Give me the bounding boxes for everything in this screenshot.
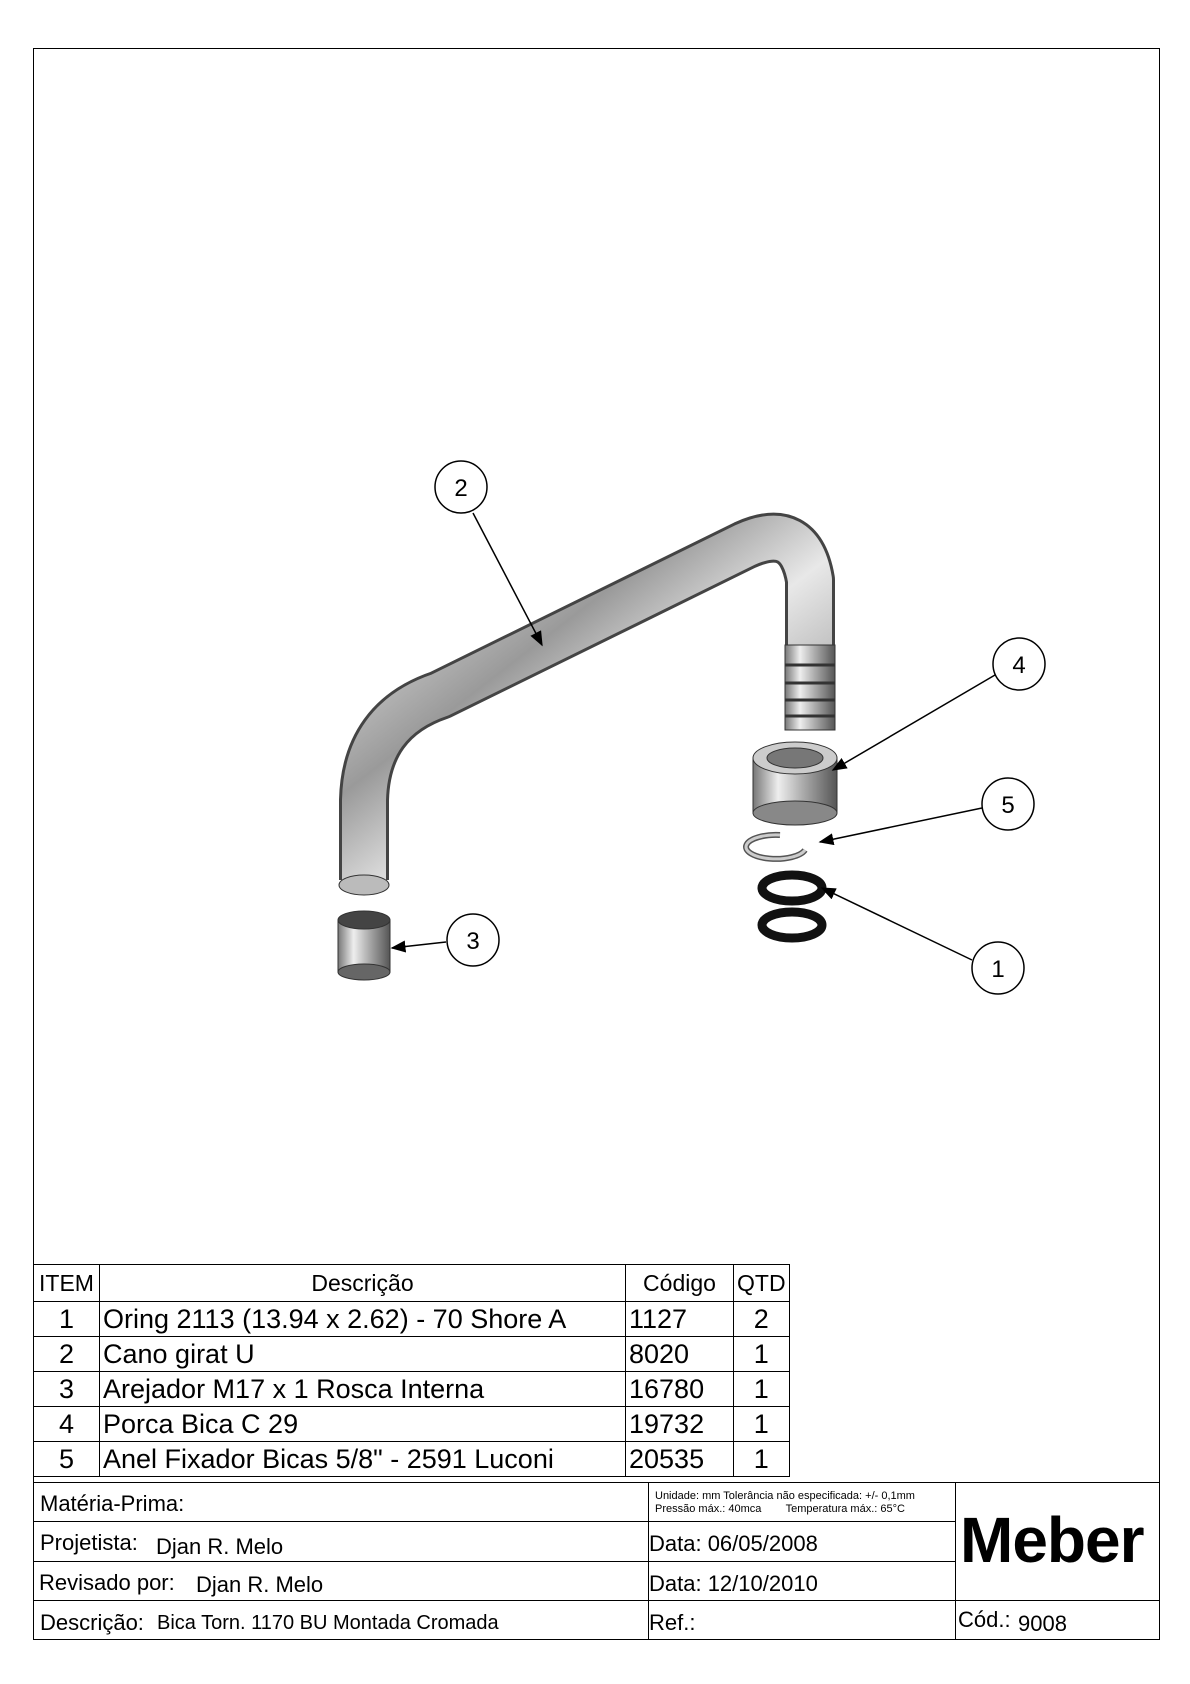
code-label: Cód.: — [958, 1607, 1011, 1632]
item-description: Oring 2113 (13.94 x 2.62) - 70 Shore A — [99, 1301, 626, 1337]
item-code: 8020 — [625, 1336, 734, 1372]
item-number: 4 — [33, 1406, 100, 1442]
description-value: Bica Torn. 1170 BU Montada Cromada — [157, 1612, 499, 1634]
item-number: 3 — [33, 1371, 100, 1407]
item-qty: 1 — [733, 1336, 790, 1372]
bom-header: ITEM Descrição Código QTD — [33, 1264, 790, 1302]
reviewer-name: Djan R. Melo — [196, 1572, 324, 1597]
svg-text:2: 2 — [454, 475, 467, 502]
code-value: 9008 — [1018, 1611, 1067, 1636]
reviewer-label: Revisado por: — [39, 1570, 175, 1595]
header-code: Código — [625, 1264, 734, 1302]
item-code: 19732 — [625, 1406, 734, 1442]
code-cell: Cód.: 9008 — [955, 1600, 1160, 1640]
design-date: Data: 06/05/2008 — [649, 1531, 818, 1556]
balloon-1: 1 — [971, 941, 1025, 995]
description-cell: Descrição: Bica Torn. 1170 BU Montada Cr… — [33, 1600, 649, 1640]
nut-part — [752, 741, 838, 826]
item-description: Anel Fixador Bicas 5/8" - 2591 Luconi — [99, 1441, 626, 1477]
retaining-ring-part — [743, 831, 808, 862]
item-code: 1127 — [625, 1301, 734, 1337]
header-qty: QTD — [733, 1264, 790, 1302]
svg-text:1: 1 — [991, 956, 1004, 983]
meber-logo: Meber — [960, 1504, 1144, 1576]
aerator-part — [337, 910, 391, 981]
spout-thread — [784, 644, 836, 731]
logo-cell: Meber — [955, 1482, 1160, 1601]
balloon-5: 5 — [981, 777, 1035, 831]
balloon-2: 2 — [434, 460, 488, 514]
designer-label: Projetista: — [40, 1530, 138, 1555]
o-ring-parts — [757, 870, 827, 943]
item-description: Arejador M17 x 1 Rosca Interna — [99, 1371, 626, 1407]
review-date-cell: Data: 12/10/2010 — [648, 1561, 956, 1601]
item-code: 16780 — [625, 1371, 734, 1407]
balloon-3: 3 — [446, 913, 500, 967]
svg-text:4: 4 — [1012, 652, 1025, 679]
reviewer-cell: Revisado por: Djan R. Melo — [33, 1561, 649, 1601]
notes-cell: Unidade: mm Tolerância não especificada:… — [648, 1482, 956, 1522]
material-label: Matéria-Prima: — [40, 1491, 185, 1516]
material-cell: Matéria-Prima: — [33, 1482, 649, 1522]
designer-name: Djan R. Melo — [156, 1534, 284, 1559]
leader-lines — [390, 512, 996, 961]
spout-pipe — [338, 512, 835, 896]
design-date-cell: Data: 06/05/2008 — [648, 1521, 956, 1562]
notes-line-1: Unidade: mm Tolerância não especificada:… — [655, 1490, 915, 1502]
header-item: ITEM — [33, 1264, 100, 1302]
item-code: 20535 — [625, 1441, 734, 1477]
item-qty: 1 — [733, 1406, 790, 1442]
header-description: Descrição — [99, 1264, 626, 1302]
svg-text:3: 3 — [466, 928, 479, 955]
ref-cell: Ref.: — [648, 1600, 956, 1640]
item-description: Porca Bica C 29 — [99, 1406, 626, 1442]
designer-cell: Projetista: Djan R. Melo — [33, 1521, 649, 1562]
item-qty: 1 — [733, 1371, 790, 1407]
item-number: 2 — [33, 1336, 100, 1372]
item-qty: 1 — [733, 1441, 790, 1477]
balloon-4: 4 — [992, 637, 1046, 691]
notes-line-2: Pressão máx.: 40mca Temperatura máx.: 65… — [655, 1503, 905, 1515]
ref-label: Ref.: — [649, 1610, 696, 1635]
item-qty: 2 — [733, 1301, 790, 1337]
svg-text:5: 5 — [1001, 792, 1014, 819]
item-number: 5 — [33, 1441, 100, 1477]
item-description: Cano girat U — [99, 1336, 626, 1372]
description-label: Descrição: — [40, 1610, 144, 1635]
item-number: 1 — [33, 1301, 100, 1337]
review-date: Data: 12/10/2010 — [649, 1571, 818, 1596]
